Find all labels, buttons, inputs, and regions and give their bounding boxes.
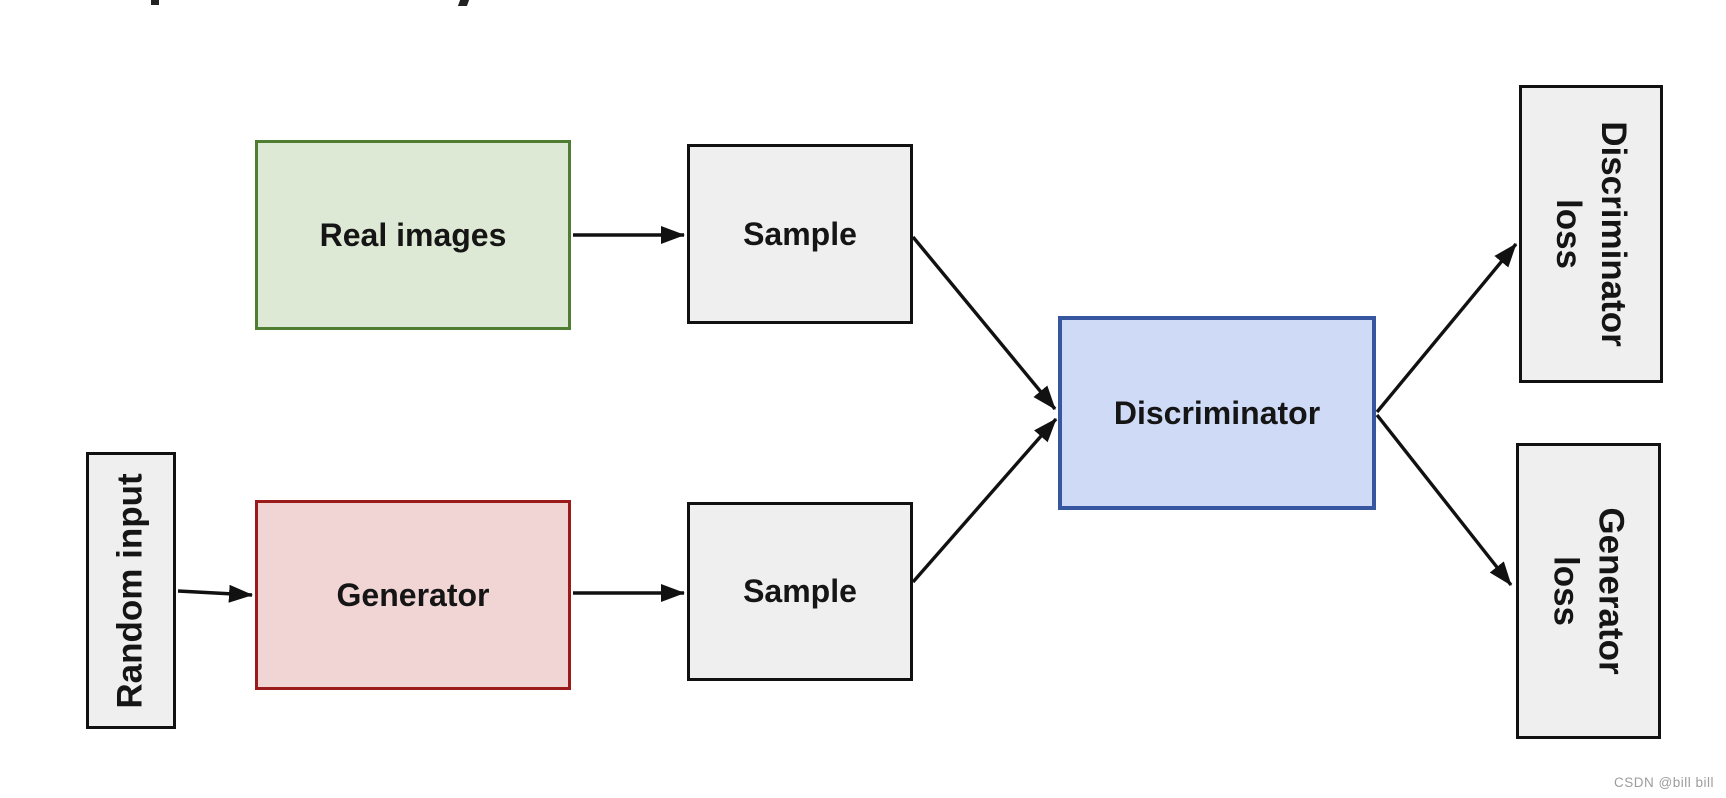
sample-top-label: Sample [743,215,857,252]
arrow-random-input-to-generator [177,584,253,603]
generator-label: Generator [336,576,490,613]
sample-bottom-box: Sample [687,502,913,681]
discriminator-loss-label-line1: Discriminator [1594,121,1633,347]
generator-box: Generator [255,500,571,690]
discriminator-box: Discriminator [1058,316,1376,510]
discriminator-loss-box: Discriminator loss [1519,85,1663,383]
arrow-sample-bottom-to-discriminator [911,417,1058,584]
sample-bottom-label: Sample [743,573,857,609]
arrow-sample-top-to-discriminator [911,235,1057,411]
cropped-text-fragment [151,0,159,5]
real-images-label: Real images [319,216,507,253]
arrow-discriminator-to-discriminator-loss [1375,242,1518,414]
generator-loss-box: Generator loss [1516,443,1661,739]
random-input-box: Random input [86,452,176,729]
generator-loss-label: Generator loss [1544,507,1634,674]
arrow-discriminator-to-generator-loss [1375,413,1513,587]
random-input-label: Random input [111,472,150,709]
discriminator-label: Discriminator [1113,394,1321,431]
sample-top-box: Sample [687,144,913,324]
watermark: CSDN @bill bill [1614,775,1714,790]
discriminator-loss-label: Discriminator loss [1546,121,1636,347]
generator-loss-label-line2: loss [1546,555,1586,627]
discriminator-loss-label-line2: loss [1549,198,1588,270]
real-images-box: Real images [255,140,571,330]
generator-loss-label-line1: Generator [1591,507,1631,675]
